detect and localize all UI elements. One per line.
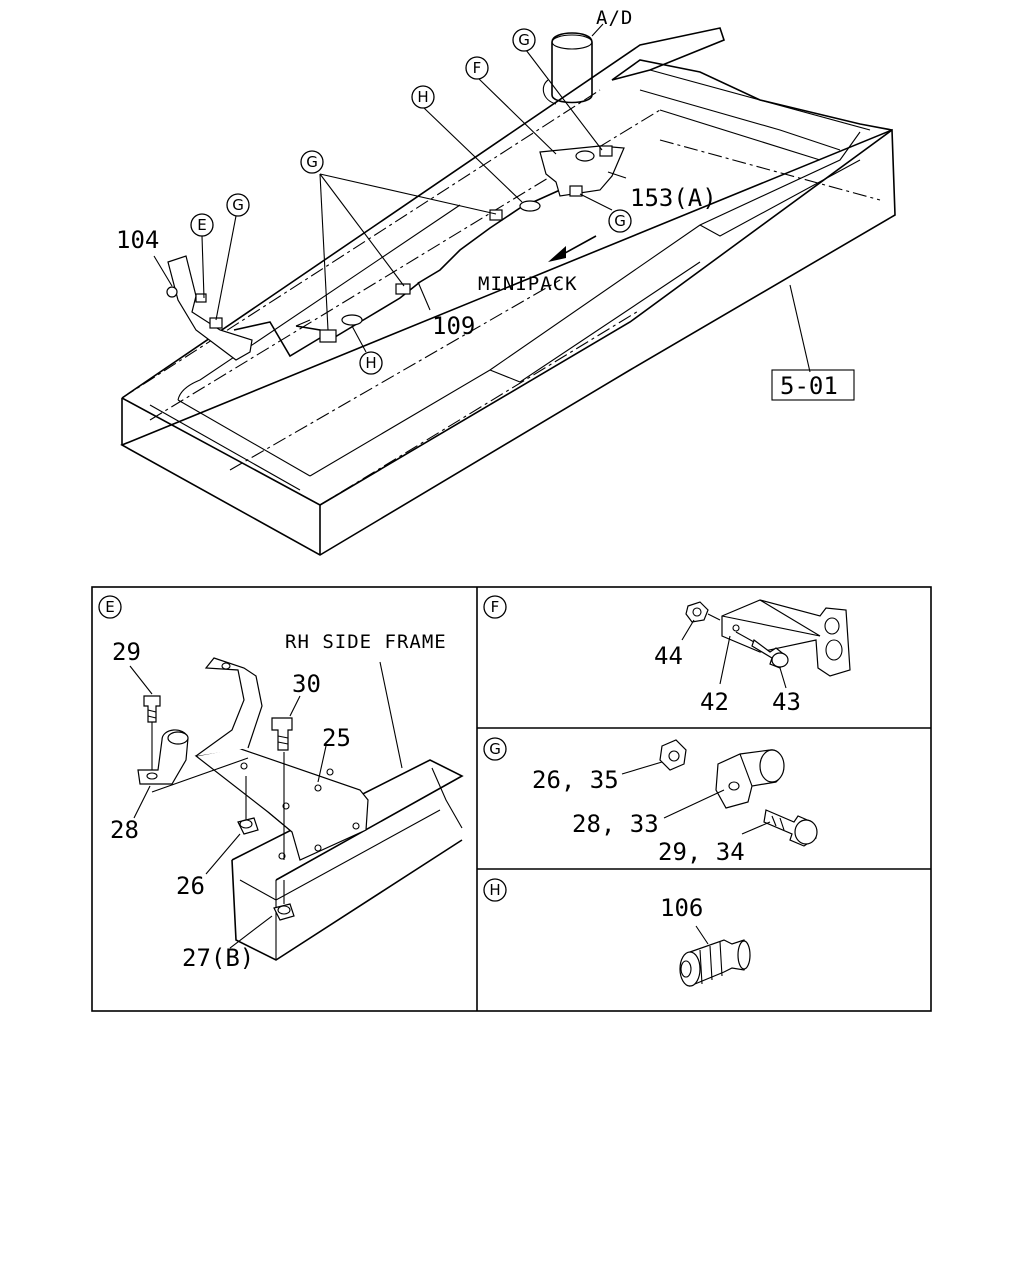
callout-h-top: H xyxy=(411,85,435,109)
detail-grid xyxy=(91,586,932,1012)
pipe-assembly xyxy=(166,145,625,361)
overview-leaders xyxy=(153,49,811,373)
minipack-label: MINIPACK xyxy=(478,273,578,295)
svg-text:F: F xyxy=(491,598,500,616)
rh-side-frame-label: RH SIDE FRAME xyxy=(285,631,447,653)
svg-text:G: G xyxy=(614,212,626,230)
svg-text:G: G xyxy=(518,31,530,49)
panel-g: G 26, 35 28, 33 29, 34 xyxy=(483,737,818,866)
panel-f: F 44 42 43 xyxy=(483,595,851,716)
part-27b-label: 27(B) xyxy=(182,944,254,972)
part-43-label: 43 xyxy=(772,688,801,716)
svg-text:E: E xyxy=(105,598,114,616)
svg-text:G: G xyxy=(489,740,501,758)
part-44-label: 44 xyxy=(654,642,683,670)
ref-box xyxy=(771,369,855,401)
part-109-label: 109 xyxy=(432,312,475,340)
panel-g-tag: G xyxy=(483,737,507,761)
chassis-frame xyxy=(120,27,896,556)
part-29-34-label: 29, 34 xyxy=(658,838,745,866)
callout-h-bottom: H xyxy=(359,351,383,375)
ad-label: A/D xyxy=(596,7,633,29)
ad-tank: A/D xyxy=(542,7,633,105)
svg-text:H: H xyxy=(365,354,376,372)
part-26-35-label: 26, 35 xyxy=(532,766,619,794)
callout-g-main: G xyxy=(300,150,324,174)
panel-e-tag: E xyxy=(98,595,122,619)
ref-5-01-label: 5-01 xyxy=(780,372,838,400)
part-30-label: 30 xyxy=(292,670,321,698)
panel-h-tag: H xyxy=(483,878,507,902)
part-28-33-label: 28, 33 xyxy=(572,810,659,838)
part-28-label: 28 xyxy=(110,816,139,844)
part-25-label: 25 xyxy=(322,724,351,752)
svg-text:G: G xyxy=(232,196,244,214)
svg-text:E: E xyxy=(197,216,206,234)
part-106-label: 106 xyxy=(660,894,703,922)
callout-g-top: G xyxy=(512,28,536,52)
svg-text:H: H xyxy=(489,881,500,899)
minipack-arrow: MINIPACK xyxy=(478,235,597,295)
part-153a-label: 153(A) xyxy=(630,184,717,212)
svg-text:G: G xyxy=(306,153,318,171)
svg-text:F: F xyxy=(473,59,482,77)
callout-g-right: G xyxy=(608,209,632,233)
part-29-label: 29 xyxy=(112,638,141,666)
part-26-label: 26 xyxy=(176,872,205,900)
part-104-label: 104 xyxy=(116,226,159,254)
callout-g-left: G xyxy=(226,193,250,217)
svg-text:H: H xyxy=(417,88,428,106)
callout-f: F xyxy=(465,56,489,80)
callout-e: E xyxy=(190,213,214,237)
panel-f-tag: F xyxy=(483,595,507,619)
panel-e: E RH SIDE FRAME xyxy=(98,595,464,972)
part-42-label: 42 xyxy=(700,688,729,716)
panel-h: H 106 xyxy=(483,878,751,987)
